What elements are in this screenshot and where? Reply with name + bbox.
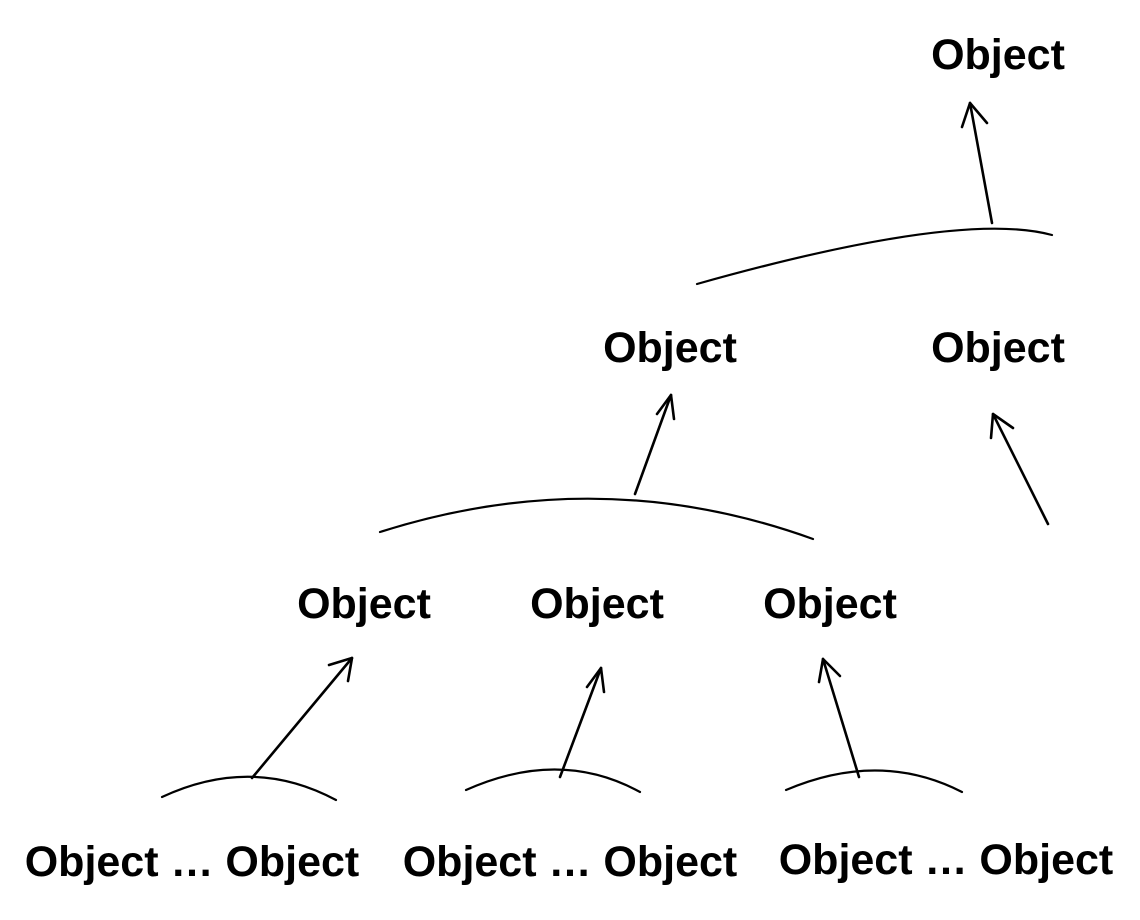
arrow-to-level1-right bbox=[989, 412, 1050, 526]
root-object-label: Object bbox=[931, 31, 1065, 79]
leaves-b-object-label: Object … Object bbox=[403, 838, 738, 886]
level2-b-object-label: Object bbox=[530, 580, 664, 628]
arrow-to-root bbox=[960, 101, 994, 225]
middle-grouping-arc bbox=[378, 497, 815, 541]
arrow-to-level2-b bbox=[558, 666, 606, 779]
arrow-to-level2-c bbox=[817, 657, 861, 779]
level1-left-object-label: Object bbox=[603, 324, 737, 372]
arrow-to-level2-a bbox=[250, 656, 354, 780]
level2-a-object-label: Object bbox=[297, 580, 431, 628]
arrow-to-level1-left bbox=[633, 393, 676, 496]
level1-right-object-label: Object bbox=[931, 324, 1065, 372]
leaves-a-grouping-arc bbox=[160, 775, 338, 802]
leaves-c-grouping-arc bbox=[784, 769, 964, 794]
leaves-a-object-label: Object … Object bbox=[25, 838, 360, 886]
level2-c-object-label: Object bbox=[763, 580, 897, 628]
top-grouping-arc bbox=[695, 227, 1054, 286]
leaves-c-object-label: Object … Object bbox=[779, 836, 1114, 884]
leaves-b-grouping-arc bbox=[464, 768, 642, 794]
